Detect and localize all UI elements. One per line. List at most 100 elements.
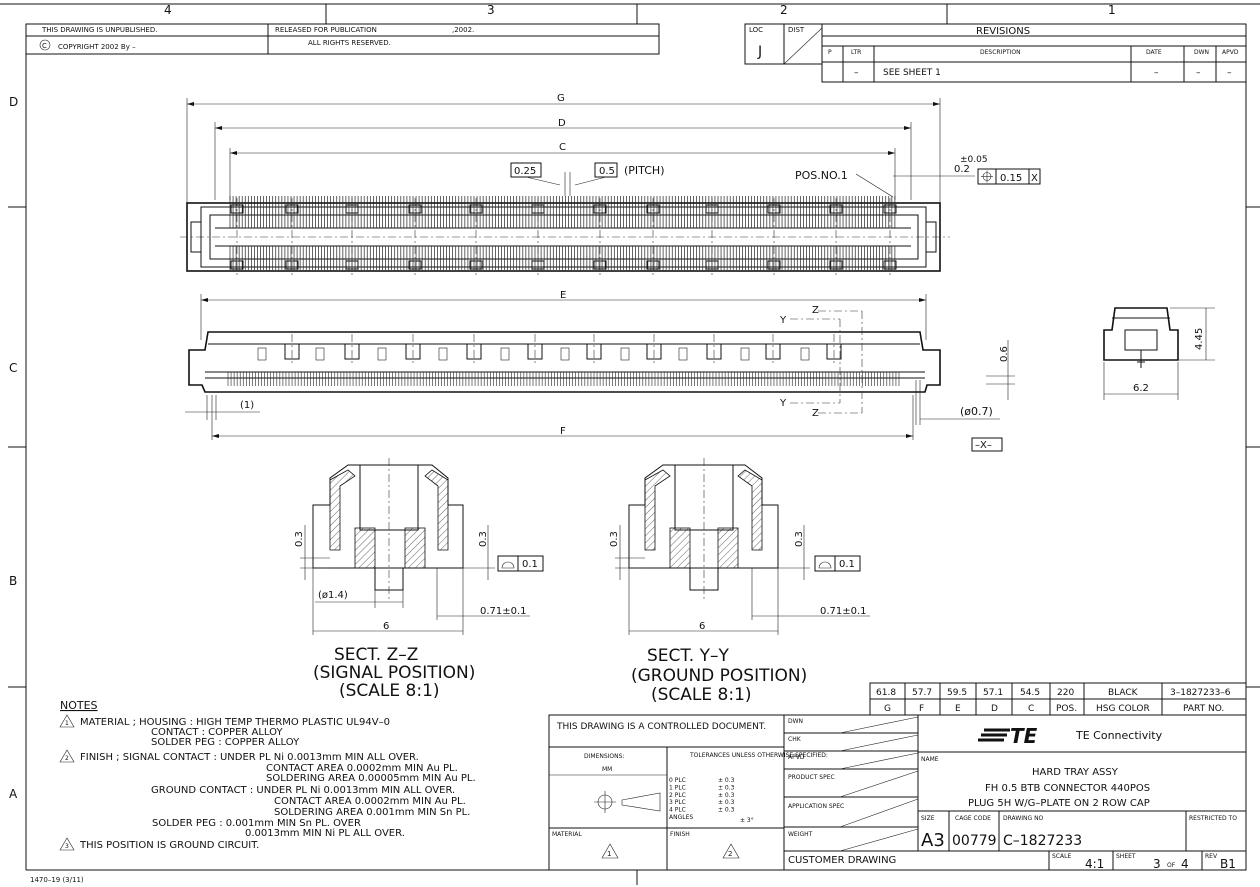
- tolerance-label: 4 PLC: [669, 807, 686, 814]
- controlled-document: THIS DRAWING IS A CONTROLLED DOCUMENT.: [556, 722, 766, 732]
- weight-label: WEIGHT: [788, 831, 813, 838]
- front-latch: [438, 347, 448, 361]
- dim-d: D: [558, 118, 566, 129]
- dim-0-2: 0.2: [954, 164, 970, 175]
- finish-flag: 2: [728, 850, 732, 858]
- pin-array-top: [229, 196, 896, 228]
- tbl-val-e: 59.5: [947, 688, 967, 698]
- te-logo: TE: [978, 724, 1038, 748]
- front-post: [344, 343, 360, 360]
- zone-side-d: D: [9, 95, 18, 109]
- rev-dwn-value: –: [1196, 68, 1201, 78]
- pitch-label: (PITCH): [624, 164, 665, 177]
- revisions-title: REVISIONS: [976, 26, 1030, 37]
- pos-no-1: POS.NO.1: [795, 169, 848, 182]
- zone-side-b: B: [9, 574, 17, 588]
- sheet-total: 4: [1181, 857, 1189, 871]
- note-soldering-area-1: SOLDERING AREA 0.00005mm MIN Au PL.: [266, 773, 476, 784]
- front-latch: [678, 347, 688, 361]
- restricted-label: RESTRICTED TO: [1189, 815, 1237, 822]
- release-year: ,2002.: [452, 26, 474, 34]
- zone-side-a: A: [9, 787, 18, 801]
- zz-dim-dia-1-4: (ø1.4): [318, 590, 348, 601]
- product-spec-label: PRODUCT SPEC: [788, 774, 835, 781]
- note-contact-area-1: CONTACT AREA 0.0002mm MIN Au PL.: [266, 763, 458, 774]
- customer-drawing: CUSTOMER DRAWING: [788, 855, 896, 866]
- datum-x-label: –X–: [975, 440, 992, 451]
- rev-col-description: DESCRIPTION: [980, 49, 1021, 56]
- note-material: MATERIAL ; HOUSING : HIGH TEMP THERMO PL…: [80, 717, 390, 728]
- material-flag: 1: [607, 850, 611, 858]
- note-flag-1: 1: [65, 720, 69, 727]
- tbl-val-d: 57.1: [983, 688, 1003, 698]
- tbl-val-color: BLACK: [1108, 688, 1139, 698]
- front-latch: [500, 347, 510, 361]
- note-contact-area-2: CONTACT AREA 0.0002mm MIN Au PL.: [274, 796, 466, 807]
- rev-description-value: SEE SHEET 1: [883, 68, 941, 78]
- tolerance-value: ± 3°: [740, 817, 754, 824]
- front-latch: [800, 347, 810, 361]
- front-contacts: [227, 372, 900, 386]
- tolerance-label: ANGLES: [669, 814, 693, 821]
- rev-apvd-value: –: [1227, 68, 1232, 78]
- part-name-1: HARD TRAY ASSY: [1032, 767, 1119, 778]
- front-post: [586, 343, 602, 360]
- tolerance-label: 1 PLC: [669, 784, 686, 791]
- dim-0-25: 0.25: [514, 166, 536, 177]
- top-view: G D C 0.25 0.5 (PITCH) POS.NO.1 ±0.05 0.…: [180, 93, 1041, 276]
- dim-0-5: 0.5: [599, 166, 615, 177]
- scale-label: SCALE: [1052, 853, 1071, 860]
- tbl-val-partno: 3–1827233–6: [1170, 688, 1231, 698]
- rev-col-p: P: [828, 49, 832, 56]
- front-latch: [315, 347, 325, 361]
- rev-ltr-value: –: [854, 68, 859, 78]
- part-name-2: FH 0.5 BTB CONNECTOR 440POS: [985, 783, 1150, 794]
- company-name: TE Connectivity: [1075, 729, 1163, 742]
- front-latch: [740, 347, 750, 361]
- loc-label: LOC: [749, 26, 763, 34]
- size-value: A3: [921, 830, 945, 851]
- zone-top-2: 2: [780, 3, 788, 17]
- sheet-of: OF: [1167, 862, 1176, 869]
- section-marker-z-bottom: Z: [812, 408, 819, 419]
- front-post: [765, 343, 781, 360]
- tbl-hdr-color: HSG COLOR: [1096, 704, 1150, 714]
- dim-f: F: [560, 426, 566, 437]
- size-label: SIZE: [921, 815, 935, 822]
- section-y-y-view: 0.3 0.3 0.1 0.71±0.1 6 SECT. Y–Y (GROUND…: [609, 458, 870, 705]
- tbl-hdr-d: D: [991, 704, 998, 714]
- dim-4-45: 4.45: [1194, 328, 1205, 350]
- front-post: [646, 343, 662, 360]
- tolerances-title: TOLERANCES UNLESS OTHERWISE SPECIFIED:: [689, 752, 828, 759]
- tolerance-label: 0 PLC: [669, 777, 686, 784]
- front-view: E (1) F (ø0.7) –X– 0.6 Z Y Y: [185, 290, 1015, 452]
- section-marker-y-bottom: Y: [779, 398, 787, 409]
- note-flag-3: 3: [65, 843, 69, 850]
- tbl-val-pos: 220: [1057, 688, 1074, 698]
- header-block: THIS DRAWING IS UNPUBLISHED. C COPYRIGHT…: [25, 23, 660, 55]
- dim-e: E: [560, 290, 566, 301]
- rev-col-ltr: LTR: [851, 49, 861, 56]
- section-marker-z-top: Z: [812, 305, 819, 316]
- tbl-hdr-partno: PART NO.: [1183, 704, 1224, 714]
- rev-label: REV: [1205, 853, 1218, 860]
- rev-col-date: DATE: [1146, 49, 1162, 56]
- dimension-table: 61.8 57.7 59.5 57.1 54.5 220 BLACK 3–182…: [869, 682, 1247, 716]
- loc-dist-block: LOC J DIST: [744, 23, 823, 65]
- note-solder-peg: SOLDER PEG : COPPER ALLOY: [151, 737, 300, 748]
- tbl-hdr-pos: POS.: [1056, 704, 1077, 714]
- yy-dim-0-3-left: 0.3: [609, 531, 620, 547]
- svg-text:C: C: [42, 42, 47, 50]
- sheet-label: SHEET: [1116, 853, 1136, 860]
- dim-g: G: [557, 93, 565, 104]
- drawing-no-label: DRAWING NO: [1003, 815, 1044, 822]
- front-latch: [377, 347, 387, 361]
- rev-col-dwn: DWN: [1194, 49, 1209, 56]
- tbl-val-f: 57.7: [912, 688, 932, 698]
- tbl-val-g: 61.8: [876, 688, 896, 698]
- note-ground-contact: GROUND CONTACT : UNDER PL Ni 0.0013mm MI…: [151, 785, 455, 796]
- cage-code-value: 00779: [952, 833, 997, 849]
- yy-dim-0-3-right: 0.3: [794, 531, 805, 547]
- section-marker-y-top: Y: [779, 315, 787, 326]
